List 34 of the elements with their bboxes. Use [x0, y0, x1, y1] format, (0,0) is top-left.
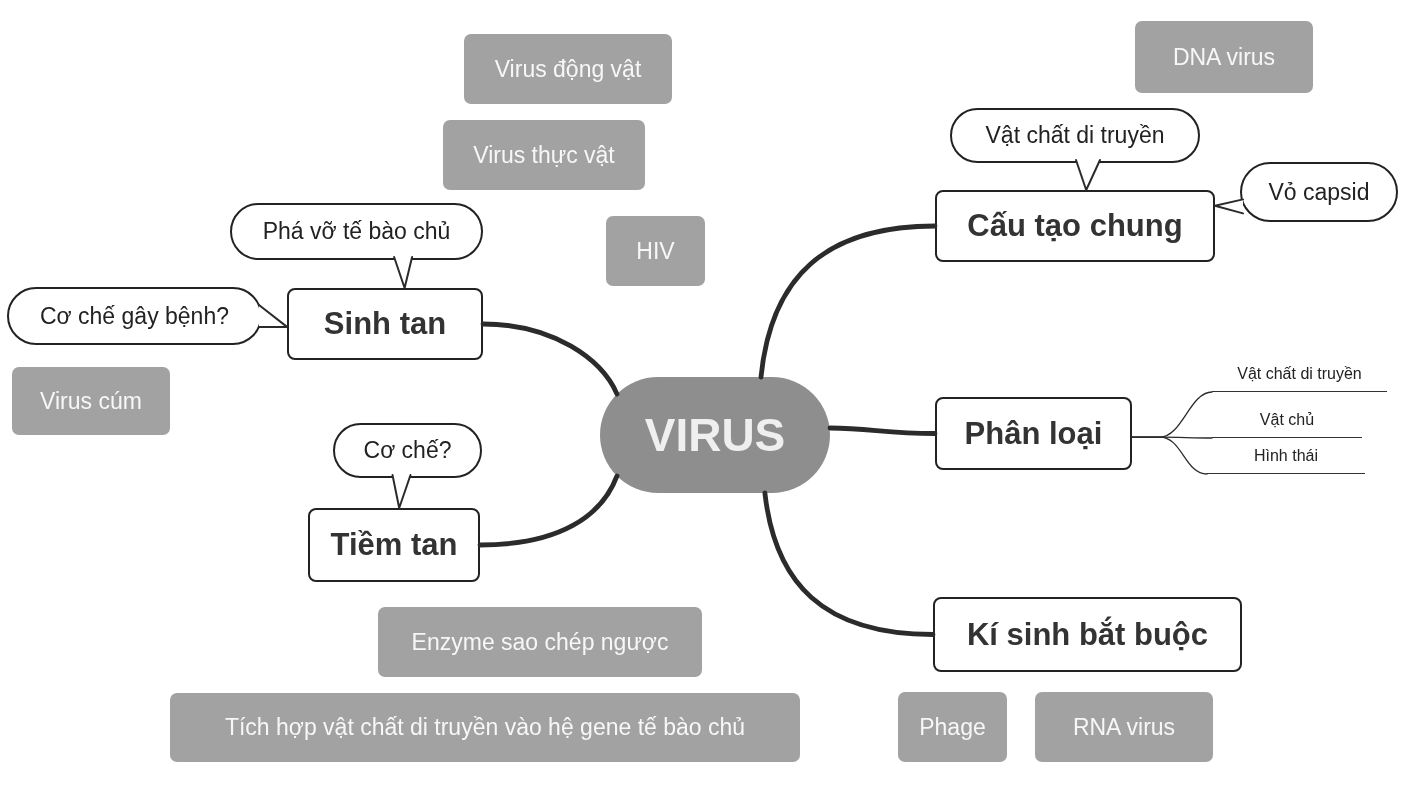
answer-card: Enzyme sao chép ngược	[378, 607, 702, 677]
connector-line	[762, 490, 936, 637]
answer-card: DNA virus	[1135, 21, 1313, 93]
speech-bubble: Vỏ capsid	[1240, 162, 1398, 222]
answer-card: Phage	[898, 692, 1007, 762]
callout-tail	[391, 474, 412, 509]
connector-line	[827, 425, 938, 436]
answer-card: Virus cúm	[12, 367, 170, 435]
topic-box: Cấu tạo chung	[935, 190, 1215, 262]
answer-card: Virus động vật	[464, 34, 672, 104]
connector-line	[480, 321, 620, 397]
branch-line	[1131, 436, 1208, 475]
callout-tail	[258, 304, 288, 328]
underlined-label: Vật chủ	[1212, 406, 1362, 438]
topic-box: Tiềm tan	[308, 508, 480, 582]
connector-line	[477, 473, 620, 548]
topic-box: Phân loại	[935, 397, 1132, 470]
topic-box: Kí sinh bắt buộc	[933, 597, 1242, 672]
callout-tail	[1075, 159, 1101, 191]
speech-bubble: Cơ chế?	[333, 423, 482, 478]
connector-line	[758, 223, 938, 380]
speech-bubble: Cơ chế gây bệnh?	[7, 287, 262, 345]
central-topic: VIRUS	[600, 377, 830, 493]
speech-bubble: Vật chất di truyền	[950, 108, 1200, 163]
callout-tail	[1214, 198, 1244, 215]
answer-card: HIV	[606, 216, 705, 286]
topic-box: Sinh tan	[287, 288, 483, 360]
speech-bubble: Phá vỡ tế bào chủ	[230, 203, 483, 260]
underlined-label: Hình thái	[1207, 442, 1365, 474]
underlined-label: Vật chất di truyền	[1212, 360, 1387, 392]
answer-card: Tích hợp vật chất di truyền vào hệ gene tế bào chủ	[170, 693, 800, 762]
answer-card: RNA virus	[1035, 692, 1213, 762]
answer-card: Virus thực vật	[443, 120, 645, 190]
callout-tail	[393, 256, 414, 289]
